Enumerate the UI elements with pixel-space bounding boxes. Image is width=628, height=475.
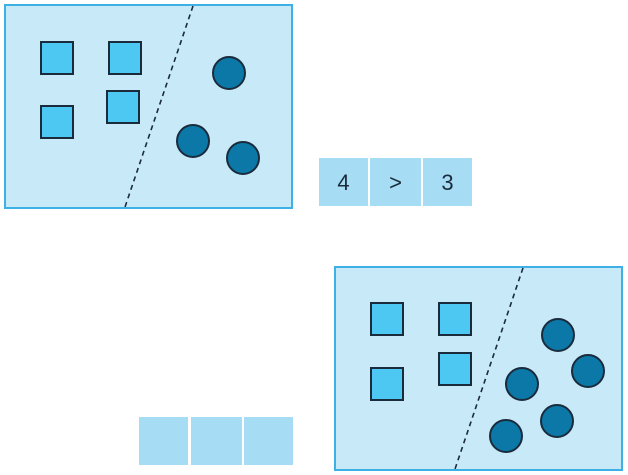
comparison-right-value: 3 xyxy=(441,170,453,195)
square xyxy=(370,302,404,336)
square xyxy=(108,41,142,75)
circle xyxy=(226,141,260,175)
bottom-panel xyxy=(334,266,623,471)
circle xyxy=(505,367,539,401)
circle xyxy=(212,56,246,90)
square xyxy=(106,90,140,124)
answer-cell-sign[interactable] xyxy=(191,417,242,465)
square xyxy=(438,302,472,336)
bottom-comparison xyxy=(139,417,293,465)
square xyxy=(40,41,74,75)
comparison-sign: > xyxy=(389,170,402,195)
circle xyxy=(571,354,605,388)
circle xyxy=(540,404,574,438)
top-panel xyxy=(4,4,293,209)
square xyxy=(40,105,74,139)
comparison-left-value: 4 xyxy=(337,170,349,195)
comparison-cell-sign xyxy=(370,158,421,206)
top-comparison: 4 > 3 xyxy=(319,158,472,206)
circle xyxy=(176,124,210,158)
circle xyxy=(541,318,575,352)
answer-cell-left[interactable] xyxy=(139,417,188,465)
comparison-cell-left xyxy=(319,158,368,206)
square xyxy=(438,352,472,386)
circle xyxy=(489,419,523,453)
comparison-cell-right xyxy=(423,158,472,206)
square xyxy=(370,367,404,401)
answer-cell-right[interactable] xyxy=(244,417,293,465)
